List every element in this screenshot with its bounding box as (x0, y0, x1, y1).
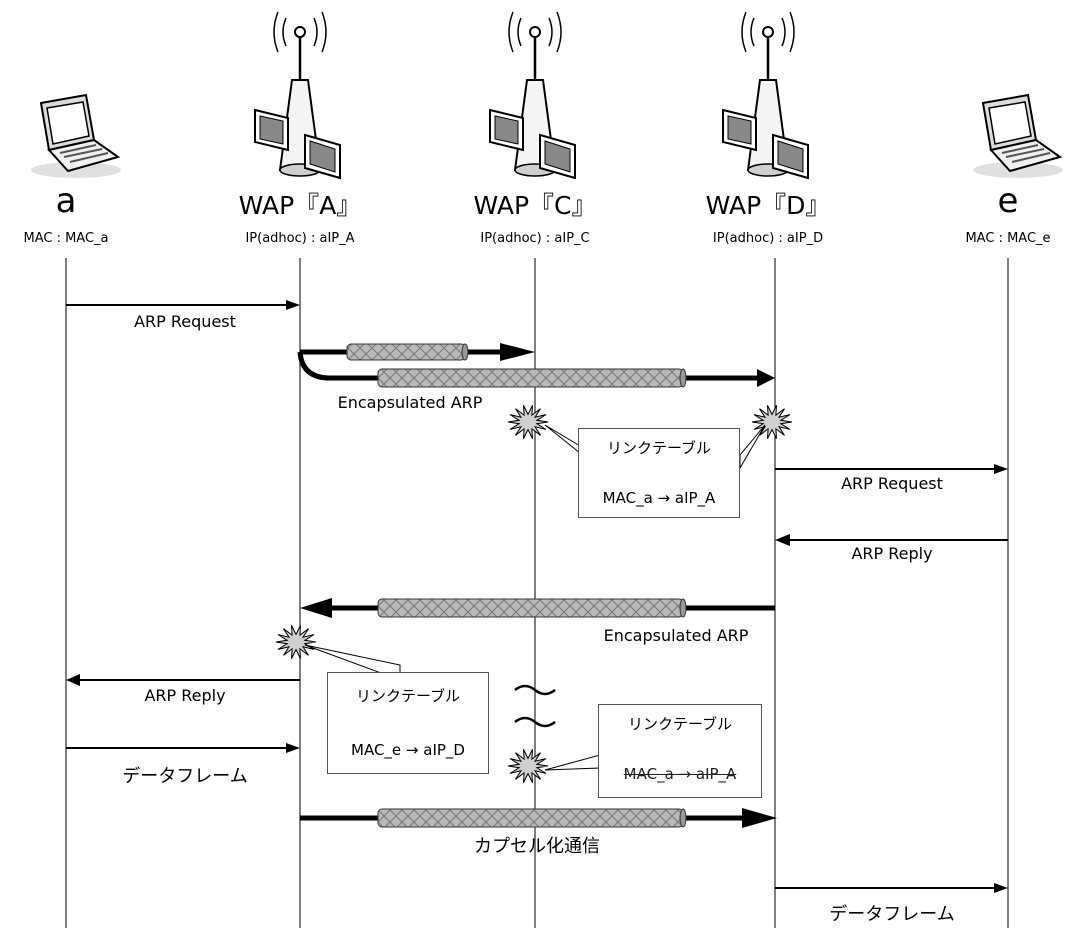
link-table-title: リンクテーブル (607, 441, 711, 456)
laptop-icon (973, 95, 1063, 178)
node-name-A: WAP『A』 (239, 193, 362, 218)
arp-request-arrow-2 (775, 464, 1008, 474)
arp-reply-arrow-2 (66, 674, 300, 686)
data-frame-arrow-1 (66, 743, 300, 753)
data-frame-label-2: データフレーム (829, 906, 954, 924)
access-point-icon (255, 12, 340, 178)
node-addr-C: IP(adhoc) : aIP_C (480, 232, 589, 245)
access-point-icon (723, 12, 808, 178)
node-addr-e: MAC : MAC_e (965, 232, 1050, 245)
link-table-entry: MAC_a → aIP_A (603, 491, 716, 506)
burst-C-1 (508, 405, 548, 438)
node-name-D: WAP『D』 (706, 193, 831, 218)
node-name-a: a (56, 184, 77, 218)
arp-reply-label-2: ARP Reply (144, 688, 225, 704)
capsule-comm-arrow (300, 808, 777, 828)
data-frame-label-1: データフレーム (122, 768, 247, 786)
arp-request-label-1: ARP Request (134, 314, 236, 330)
data-frame-arrow-2 (775, 883, 1008, 893)
link-table-title: リンクテーブル (356, 689, 460, 704)
arp-request-label-2: ARP Request (841, 476, 943, 492)
burst-C-2 (508, 749, 548, 782)
link-table-entry-struck: MAC_a → aIP_A (624, 767, 737, 782)
burst-A-1 (276, 625, 316, 658)
link-table-title: リンクテーブル (628, 717, 732, 732)
link-table-C: リンクテーブル MAC_a → aIP_A (598, 704, 762, 798)
node-name-C: WAP『C』 (474, 193, 597, 218)
node-addr-D: IP(adhoc) : aIP_D (713, 232, 823, 245)
node-name-e: e (998, 184, 1019, 218)
encapsulated-arp-arrow-to-C (300, 343, 535, 361)
link-table-A: リンクテーブル MAC_e → aIP_D (327, 672, 489, 774)
arp-reply-label-1: ARP Reply (851, 546, 932, 562)
node-addr-a: MAC : MAC_a (23, 232, 108, 245)
link-table-entry: MAC_e → aIP_D (351, 743, 465, 758)
encapsulated-arp-label-2: Encapsulated ARP (604, 628, 749, 644)
encapsulated-arp-label-1: Encapsulated ARP (338, 395, 483, 411)
laptop-icon (31, 95, 121, 178)
node-addr-A: IP(adhoc) : aIP_A (245, 232, 354, 245)
callout-pointer-C (545, 755, 600, 770)
arp-request-arrow-1 (66, 300, 300, 310)
encapsulated-arp-return-arrow (300, 598, 775, 618)
link-table-D: リンクテーブル MAC_a → aIP_A (578, 428, 740, 518)
capsule-comm-label: カプセル化通信 (474, 838, 600, 856)
access-point-icon (490, 12, 575, 178)
callout-pointer-D2 (740, 425, 765, 468)
